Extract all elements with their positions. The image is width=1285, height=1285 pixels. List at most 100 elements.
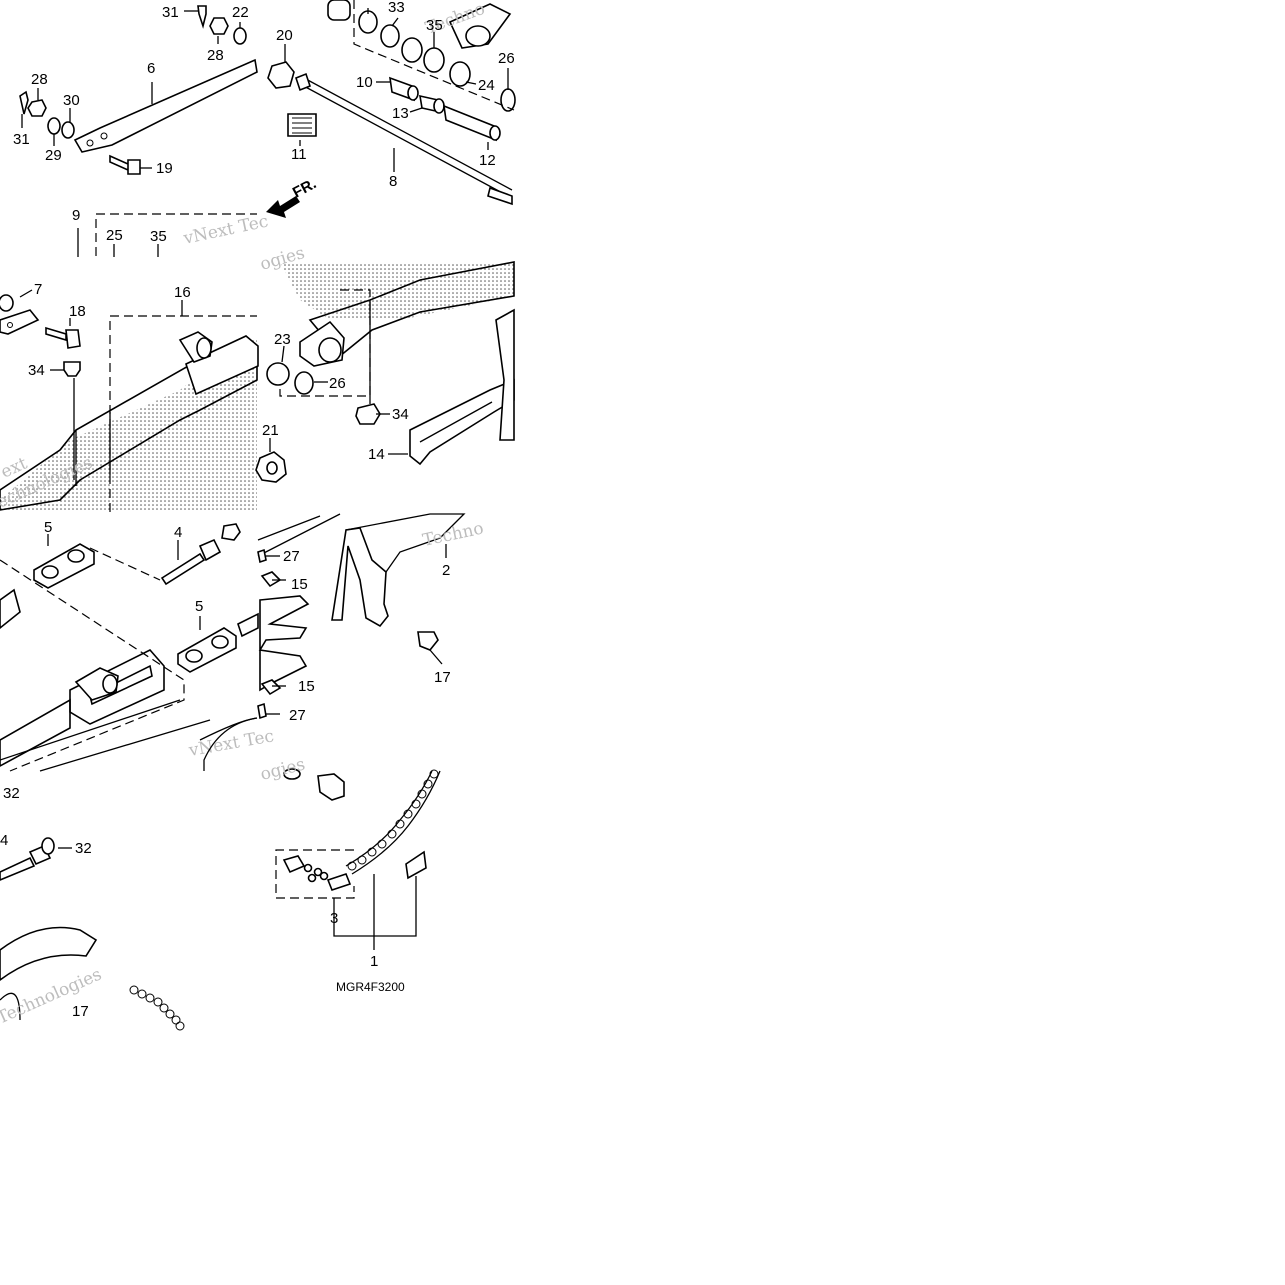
pivot-shaft-8: [299, 77, 513, 197]
callout-34: 34: [28, 362, 45, 379]
adjusting-bolt-lower: [237, 612, 259, 638]
collar-12: [443, 104, 497, 142]
callout-22: 22: [232, 4, 249, 21]
callout-23: 23: [274, 331, 291, 348]
adjusting-bolt-4-lower: [0, 856, 36, 881]
chain-guard: [495, 308, 515, 441]
callout-29: 29: [45, 147, 62, 164]
callout-33: 33: [388, 0, 405, 16]
rear-fender: [0, 926, 98, 981]
callout-14: 14: [368, 446, 385, 463]
callout-35: 35: [150, 228, 167, 245]
callout-4: 4: [0, 832, 8, 849]
callout-labels: 31 22 28 6 28 30 31 29 19 9 25 35 33 35 …: [0, 0, 515, 1020]
screw-27-lower: [257, 702, 267, 720]
cap-34-left: [63, 361, 81, 377]
drive-chain-1: [345, 769, 441, 875]
washer-30: [61, 121, 75, 139]
bearing-35b: [423, 47, 445, 73]
tile-torque-rod: vNext Tec: [19, 5, 270, 257]
bearing-33b: [380, 24, 400, 48]
tile-swingarm-left: echnologies ext: [0, 289, 259, 513]
nut-28-left: [27, 99, 47, 117]
bearing-33a: [358, 10, 378, 34]
callout-15: 15: [298, 678, 315, 695]
callout-32: 32: [3, 785, 20, 802]
callout-6: 6: [147, 60, 155, 77]
collar-23: [266, 362, 290, 386]
callout-17: 17: [72, 1003, 89, 1020]
callout-17: 17: [434, 669, 451, 686]
bearing-35: [401, 37, 423, 63]
svg-text:Techno: Techno: [421, 518, 486, 550]
master-link-set-3: [282, 855, 352, 891]
bushing-11: [287, 113, 317, 137]
callout-7: 7: [34, 281, 42, 298]
callout-9: 9: [72, 207, 80, 224]
callout-13: 13: [392, 105, 409, 122]
grommet-15-upper: [260, 571, 282, 588]
front-direction-arrow: [266, 196, 300, 218]
svg-text:ogies: ogies: [258, 754, 307, 784]
callout-5: 5: [195, 598, 203, 615]
grommet-15-lower: [260, 679, 282, 696]
callout-12: 12: [479, 152, 496, 169]
swingarm-body: [0, 354, 258, 511]
callout-34: 34: [392, 406, 409, 423]
callout-25: 25: [106, 227, 123, 244]
callout-28: 28: [31, 71, 48, 88]
tile-rear-guard: Technologies: [0, 837, 185, 1031]
callout-3: 3: [330, 910, 338, 927]
chain-link-7: [0, 309, 40, 335]
callout-26: 26: [498, 50, 515, 67]
tile-swingarm-right: ogies: [255, 243, 515, 483]
adjuster-plate-5-upper: [33, 543, 95, 589]
callout-4: 4: [174, 524, 182, 541]
callout-24: 24: [478, 77, 495, 94]
callout-31: 31: [13, 131, 30, 148]
cap-34-right: [355, 403, 381, 425]
callout-5: 5: [44, 519, 52, 536]
screw-27-upper: [257, 548, 267, 564]
mudguard-2: [331, 527, 389, 628]
callout-26: 26: [329, 375, 346, 392]
washer-29: [47, 117, 61, 135]
callout-21: 21: [262, 422, 279, 439]
cotter-pin-31-top: [197, 5, 207, 29]
chain-adjuster-slot-upper: [185, 335, 259, 396]
callout-27: 27: [289, 707, 306, 724]
chain-label-tag: [405, 850, 427, 880]
nut-28-top: [209, 17, 229, 35]
callout-32: 32: [75, 840, 92, 857]
bolt-19: [109, 154, 141, 175]
nut-4-upper: [221, 523, 241, 541]
callout-8: 8: [389, 173, 397, 190]
adjuster-plate-5-lower: [177, 627, 237, 673]
callout-11: 11: [291, 146, 307, 163]
collar-top: [327, 0, 351, 21]
bolt-17-top: [317, 773, 345, 801]
chain-case: [258, 595, 310, 692]
swingarm-pivot-end: [308, 261, 515, 358]
washer-22: [233, 27, 247, 45]
svg-text:vNext Tec: vNext Tec: [181, 211, 270, 249]
swingarm-arm-lower: [0, 698, 71, 767]
callout-10: 10: [356, 74, 373, 91]
torque-rod: [73, 58, 258, 153]
callout-1: 1: [370, 953, 378, 970]
callout-28: 28: [207, 47, 224, 64]
nut-20: [267, 61, 295, 89]
callout-19: 19: [156, 160, 173, 177]
chain-slider-14: [409, 378, 515, 466]
svg-text:vNext Tec: vNext Tec: [186, 726, 275, 761]
tile-chain-adjusters: vNext Tec: [0, 523, 276, 772]
adjusting-bolt-4-upper: [160, 552, 206, 586]
callout-35: 35: [426, 17, 443, 34]
drive-chain-segment: [129, 985, 185, 1031]
callout-2: 2: [442, 562, 450, 579]
diagram-code: MGR4F3200: [336, 980, 405, 994]
oil-seal-24: [449, 61, 471, 87]
cotter-pin-31-left: [19, 90, 29, 115]
seal-26-mid: [294, 371, 314, 395]
